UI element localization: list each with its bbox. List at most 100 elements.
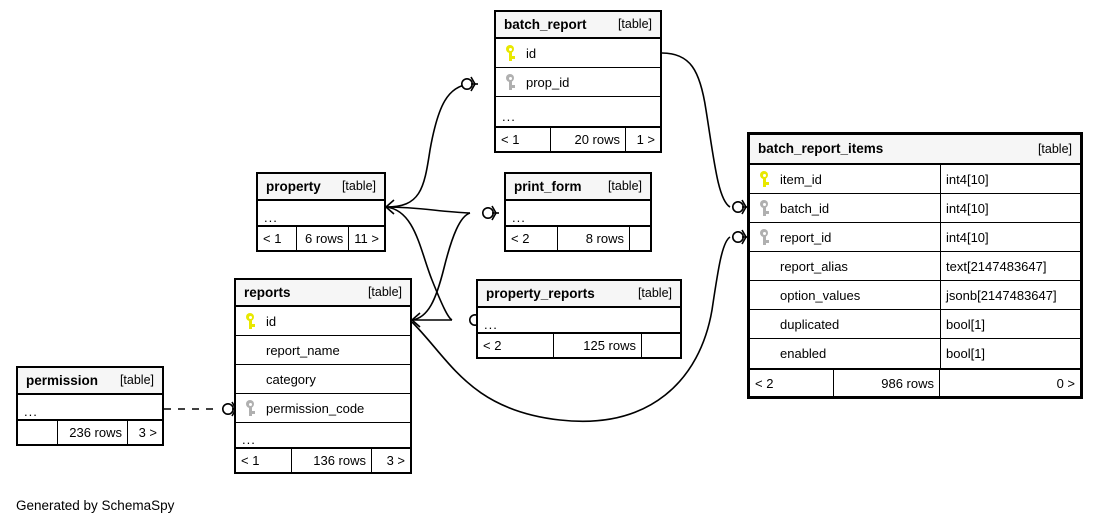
column-name: category (266, 371, 316, 387)
no-key-icon (756, 346, 772, 362)
table-row[interactable]: item_id int4[10] (750, 165, 1080, 194)
column-type: int4[10] (940, 223, 1080, 251)
table-node-print_form[interactable]: print_form [table] ... < 2 8 rows (504, 172, 652, 252)
table-node-property_reports[interactable]: property_reports [table] ... < 2 125 row… (476, 279, 682, 359)
table-row-more[interactable]: ... (506, 201, 650, 225)
column-name: prop_id (526, 74, 570, 90)
column-type: text[2147483647] (940, 252, 1080, 280)
footer-rowcount: 8 rows (558, 227, 630, 250)
table-row[interactable]: id (236, 307, 410, 336)
footer-parents (18, 421, 58, 444)
table-name: property (266, 178, 321, 194)
table-columns: id prop_id ... (496, 39, 660, 126)
column-ellipsis: ... (24, 404, 38, 418)
column-ellipsis: ... (264, 210, 278, 224)
table-row-more[interactable]: ... (236, 423, 410, 447)
table-row[interactable]: enabled bool[1] (750, 339, 1080, 368)
no-key-icon (242, 371, 258, 387)
table-header: reports [table] (236, 280, 410, 307)
table-row[interactable]: report_id int4[10] (750, 223, 1080, 252)
table-footer: < 2 986 rows 0 > (750, 368, 1080, 396)
table-footer: < 1 20 rows 1 > (496, 126, 660, 151)
table-row-more[interactable]: ... (258, 201, 384, 225)
table-header: property [table] (258, 174, 384, 201)
footer-rowcount: 986 rows (834, 370, 940, 396)
table-footer: 236 rows 3 > (18, 419, 162, 444)
table-footer: < 2 125 rows (478, 332, 680, 357)
primary-key-icon (242, 313, 258, 329)
footer-rowcount: 236 rows (58, 421, 128, 444)
foreign-key-icon (756, 229, 772, 245)
column-name: permission_code (266, 400, 365, 416)
footer-parents: < 2 (478, 334, 554, 357)
footer-children (642, 334, 680, 357)
table-node-reports[interactable]: reports [table] id report_name category (234, 278, 412, 474)
column-name: report_alias (780, 258, 848, 274)
table-row[interactable]: permission_code (236, 394, 410, 423)
edge-reports-print_form (411, 212, 471, 321)
table-row[interactable]: duplicated bool[1] (750, 310, 1080, 339)
no-key-icon (756, 258, 772, 274)
column-type: bool[1] (940, 310, 1080, 338)
table-header: permission [table] (18, 368, 162, 395)
table-row[interactable]: batch_id int4[10] (750, 194, 1080, 223)
table-tag: [table] (119, 373, 154, 388)
no-key-icon (242, 342, 258, 358)
column-name: enabled (780, 346, 827, 361)
footer-children: 1 > (636, 132, 655, 147)
table-header: print_form [table] (506, 174, 650, 201)
footer-parents: < 1 (496, 128, 551, 151)
generated-by-caption: Generated by SchemaSpy (16, 498, 175, 513)
footer-rowcount: 20 rows (551, 128, 626, 151)
table-row[interactable]: prop_id (496, 68, 660, 97)
table-row-more[interactable]: ... (478, 308, 680, 332)
footer-children: 11 > (354, 231, 379, 246)
table-footer: < 1 6 rows 11 > (258, 225, 384, 250)
table-node-permission[interactable]: permission [table] ... 236 rows 3 > (16, 366, 164, 446)
table-header: property_reports [table] (478, 281, 680, 308)
table-name: reports (244, 284, 291, 300)
table-tag: [table] (367, 285, 402, 300)
column-type: int4[10] (940, 165, 1080, 193)
table-node-property[interactable]: property [table] ... < 1 6 rows 11 > (256, 172, 386, 252)
footer-rowcount: 125 rows (554, 334, 642, 357)
foreign-key-icon (502, 74, 518, 90)
footer-children: 3 > (386, 453, 405, 468)
table-row-more[interactable]: ... (18, 395, 162, 419)
column-ellipsis: ... (242, 432, 256, 446)
footer-parents: < 1 (236, 449, 292, 472)
table-row-more[interactable]: ... (496, 97, 660, 126)
column-name: report_id (780, 229, 832, 245)
column-name: option_values (780, 287, 861, 303)
table-columns: id report_name category permission_code (236, 307, 410, 447)
footer-parents: < 2 (750, 370, 834, 396)
footer-rowcount: 136 rows (292, 449, 372, 472)
table-row[interactable]: report_alias text[2147483647] (750, 252, 1080, 281)
table-row[interactable]: category (236, 365, 410, 394)
no-key-icon (756, 316, 772, 332)
table-name: batch_report_items (758, 141, 884, 157)
footer-parents: < 2 (506, 227, 558, 250)
column-ellipsis: ... (512, 210, 526, 224)
table-row[interactable]: option_values jsonb[2147483647] (750, 281, 1080, 310)
column-name: report_name (266, 342, 340, 358)
column-name: batch_id (780, 200, 830, 216)
edge-property-print_form (385, 206, 471, 214)
table-name: permission (26, 372, 99, 388)
table-header: batch_report_items [table] (750, 135, 1080, 165)
table-footer: < 1 136 rows 3 > (236, 447, 410, 472)
footer-children (630, 227, 650, 250)
table-name: print_form (514, 178, 582, 194)
table-node-batch_report[interactable]: batch_report [table] id prop_id ... < 1 (494, 10, 662, 153)
table-row[interactable]: id (496, 39, 660, 68)
table-node-batch_report_items[interactable]: batch_report_items [table] item_id int4[… (747, 132, 1083, 399)
foreign-key-icon (242, 400, 258, 416)
column-name: id (526, 45, 537, 61)
table-tag: [table] (637, 286, 672, 301)
footer-children: 0 > (1056, 375, 1075, 391)
column-type: jsonb[2147483647] (940, 281, 1080, 309)
table-row[interactable]: report_name (236, 336, 410, 365)
table-name: property_reports (486, 285, 595, 301)
column-type: int4[10] (940, 194, 1080, 222)
